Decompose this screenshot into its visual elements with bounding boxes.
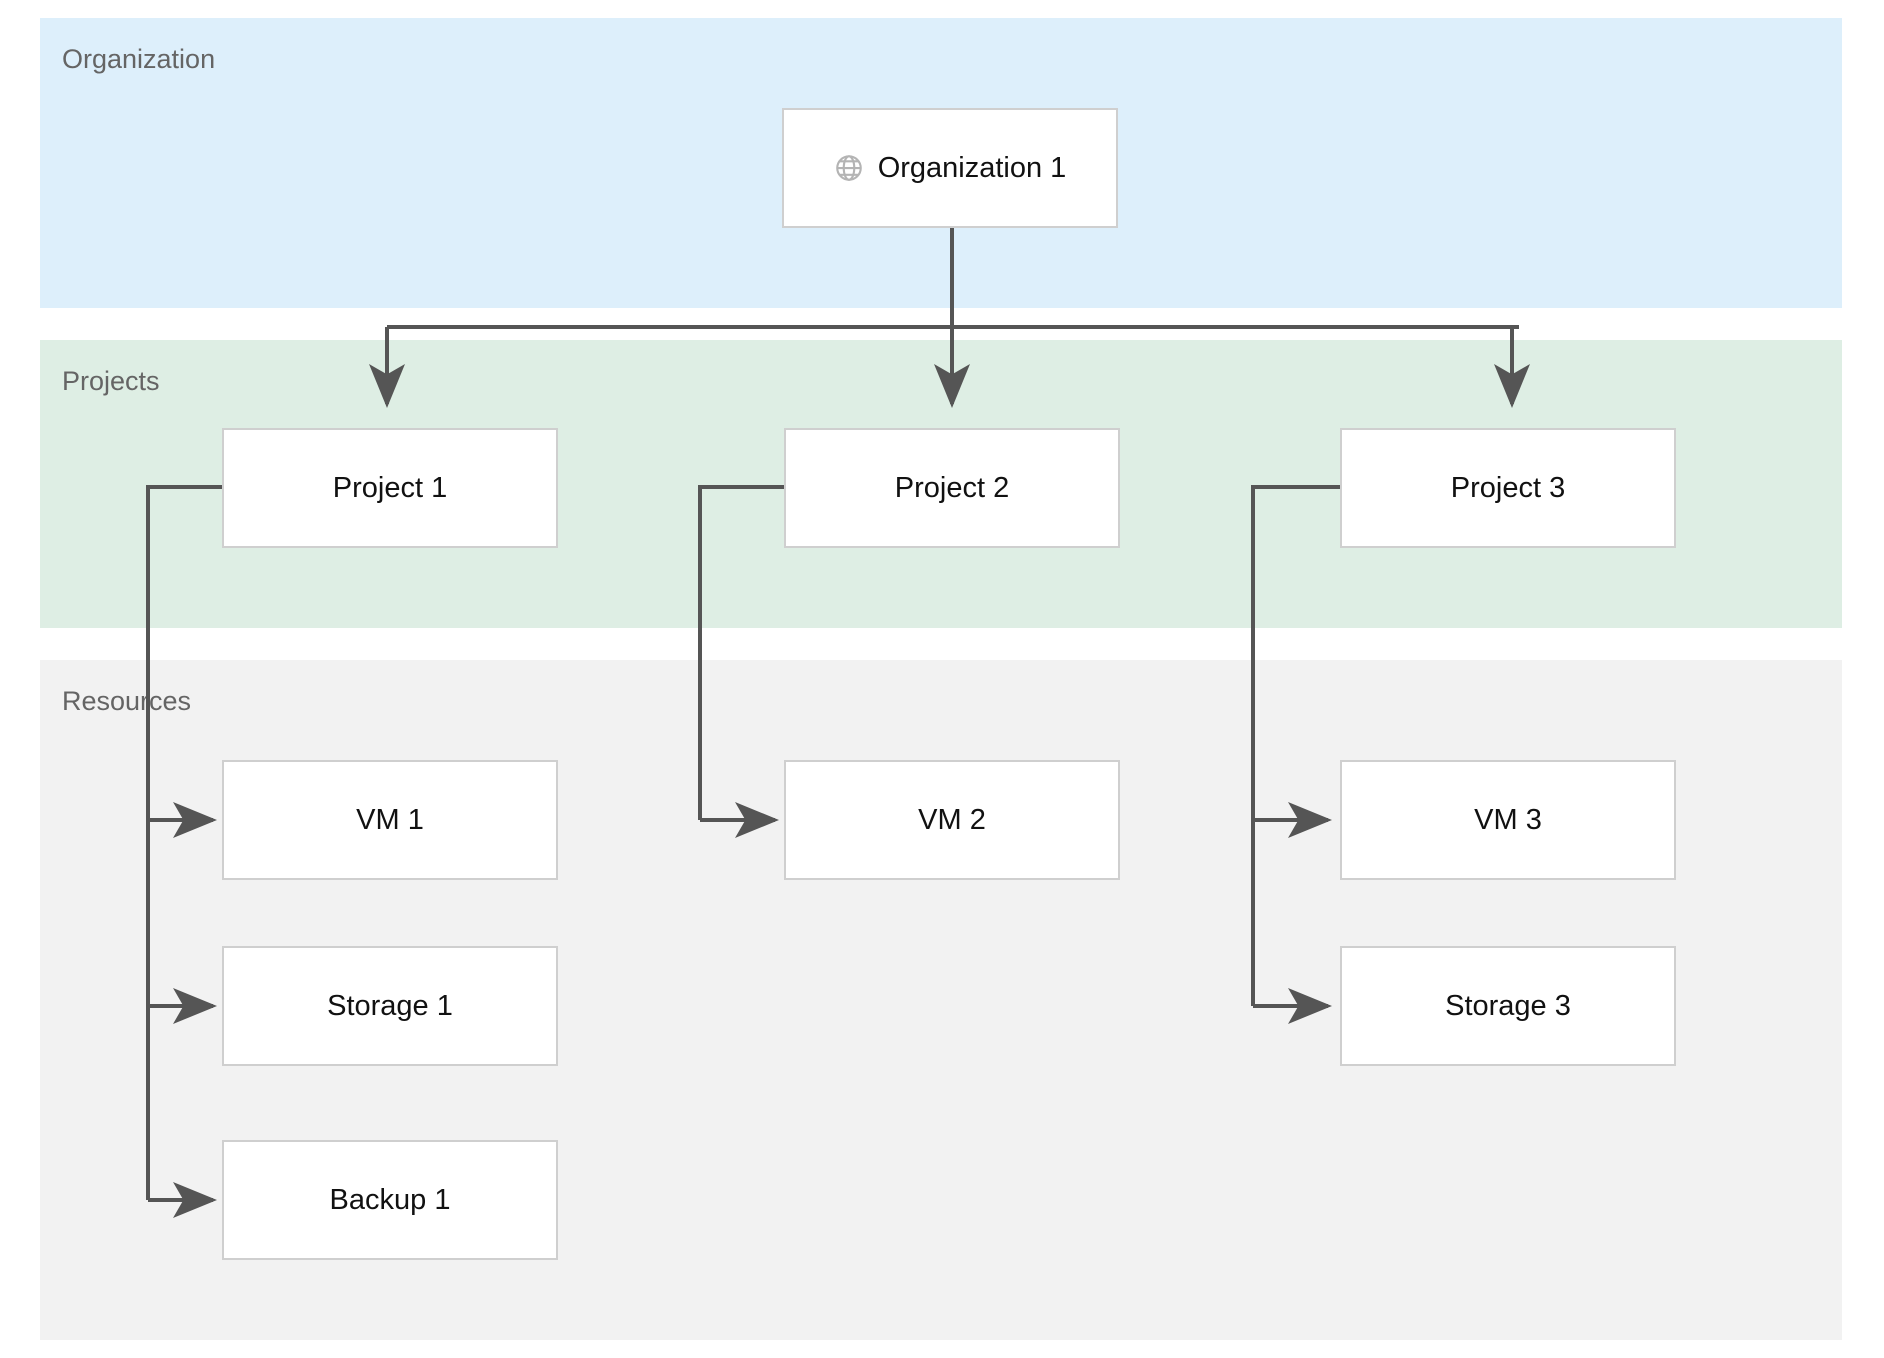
node-vm-3[interactable]: VM 3: [1340, 760, 1676, 880]
node-backup-1[interactable]: Backup 1: [222, 1140, 558, 1260]
node-label: VM 2: [918, 803, 986, 836]
node-project-2[interactable]: Project 2: [784, 428, 1120, 548]
node-storage-3[interactable]: Storage 3: [1340, 946, 1676, 1066]
node-label: Project 2: [894, 471, 1010, 504]
node-label: VM 1: [356, 803, 424, 836]
node-label: Organization 1: [877, 151, 1067, 184]
node-label: Backup 1: [329, 1183, 451, 1216]
node-label: Project 1: [332, 471, 448, 504]
globe-icon: [834, 153, 864, 183]
node-label: Project 3: [1450, 471, 1566, 504]
node-project-3[interactable]: Project 3: [1340, 428, 1676, 548]
band-label-organization: Organization: [62, 44, 216, 74]
node-label: Storage 3: [1445, 989, 1571, 1022]
node-project-1[interactable]: Project 1: [222, 428, 558, 548]
node-vm-1[interactable]: VM 1: [222, 760, 558, 880]
node-label: Storage 1: [327, 989, 453, 1022]
band-label-projects: Projects: [62, 366, 160, 396]
node-vm-2[interactable]: VM 2: [784, 760, 1120, 880]
node-organization-1[interactable]: Organization 1: [782, 108, 1118, 228]
node-storage-1[interactable]: Storage 1: [222, 946, 558, 1066]
node-label: VM 3: [1474, 803, 1542, 836]
band-label-resources: Resources: [62, 686, 192, 716]
